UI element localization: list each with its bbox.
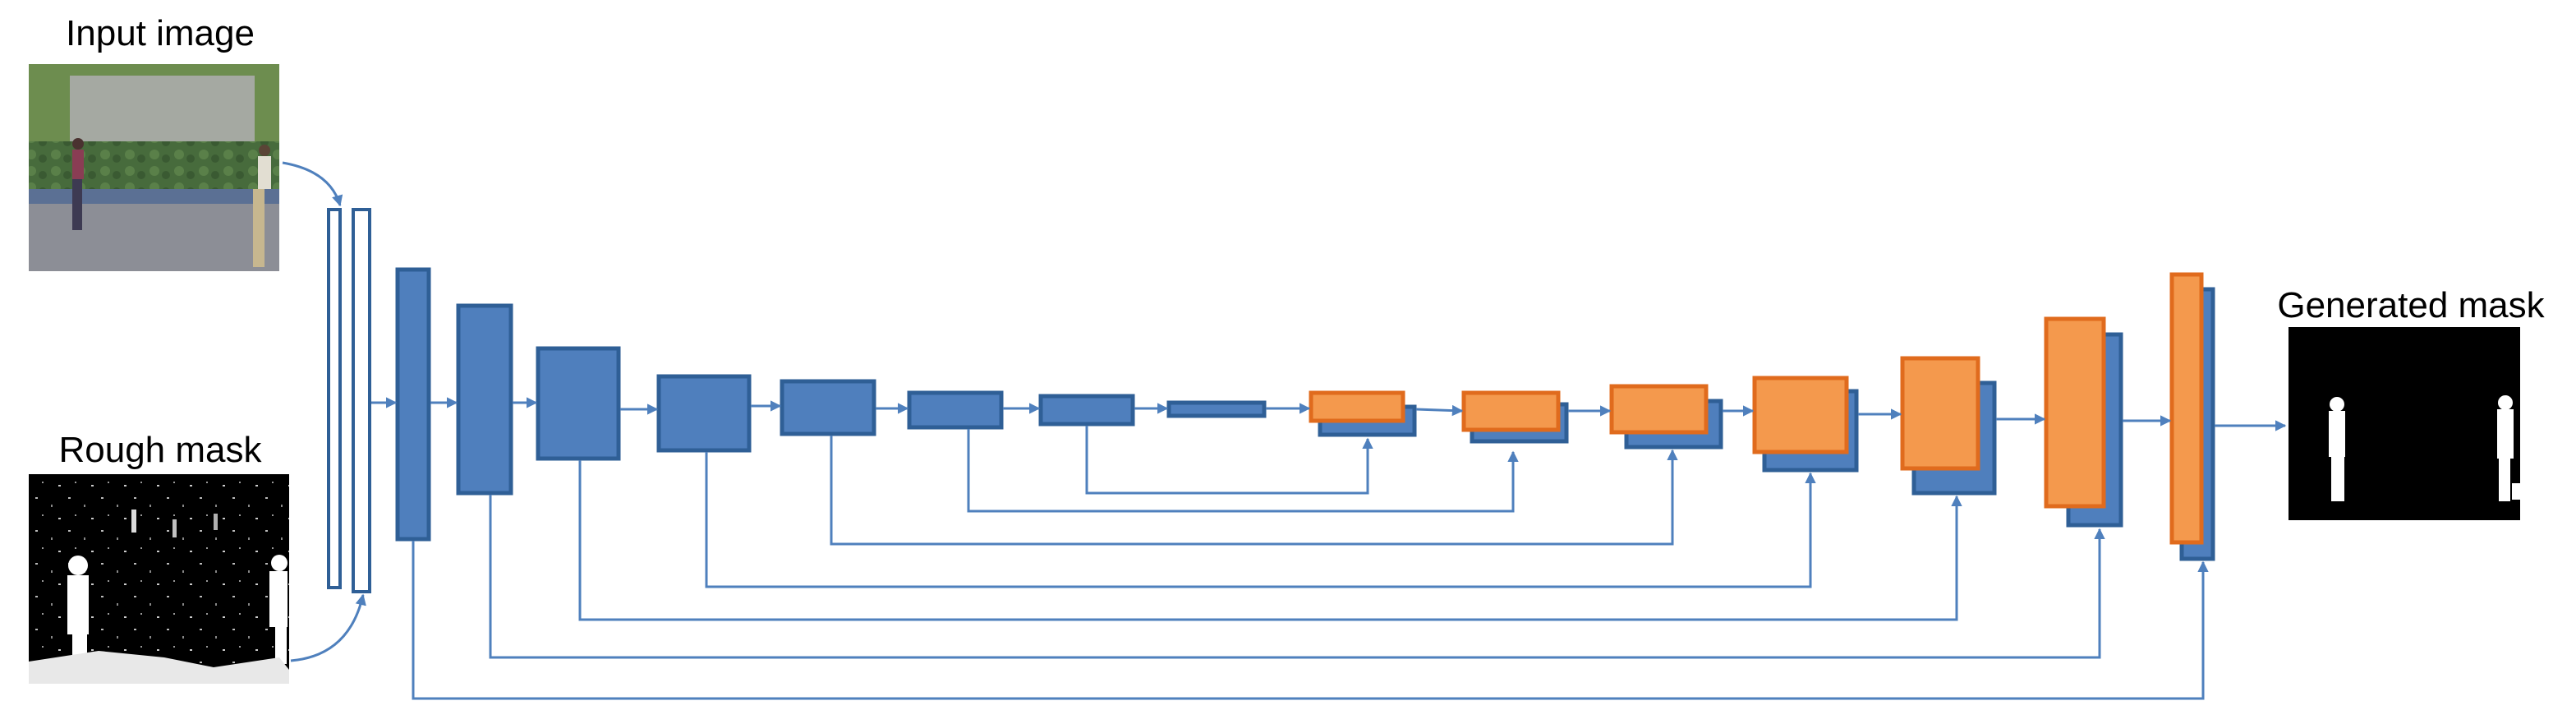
decoder-block-3 bbox=[1609, 384, 1709, 435]
rough-mask-image bbox=[29, 474, 289, 684]
mask-channel-bar bbox=[352, 208, 371, 593]
encoder-block-2 bbox=[456, 303, 513, 496]
encoder-block-7 bbox=[1038, 394, 1135, 427]
decoder-block-4 bbox=[1752, 376, 1849, 454]
decoder-block-7 bbox=[2169, 272, 2204, 545]
decoder-block-6 bbox=[2044, 316, 2106, 509]
encoder-block-3 bbox=[536, 346, 621, 461]
encoder-block-6 bbox=[907, 390, 1004, 430]
decoder-block-2 bbox=[1461, 390, 1561, 432]
decoder-block-5 bbox=[1900, 356, 1980, 471]
forward-arrows bbox=[371, 397, 2287, 431]
encoder-block-1 bbox=[395, 267, 431, 542]
rough-mask-label: Rough mask bbox=[58, 430, 262, 470]
generated-mask-label: Generated mask bbox=[2277, 285, 2545, 325]
encoder-block-4 bbox=[656, 374, 752, 453]
decoder-blocks bbox=[1309, 272, 2215, 561]
input-image bbox=[29, 64, 279, 271]
input-image-label: Input image bbox=[66, 13, 255, 53]
input-image-arrow bbox=[282, 161, 343, 207]
generated-mask-image bbox=[2288, 327, 2520, 520]
skip-connections bbox=[412, 426, 2209, 700]
input-channel-bar bbox=[327, 208, 342, 589]
rough-mask-arrow bbox=[290, 593, 366, 662]
encoder-block-5 bbox=[780, 379, 876, 436]
encoder-blocks bbox=[395, 267, 1267, 542]
decoder-block-1 bbox=[1309, 390, 1405, 423]
bottleneck-block bbox=[1166, 400, 1267, 418]
